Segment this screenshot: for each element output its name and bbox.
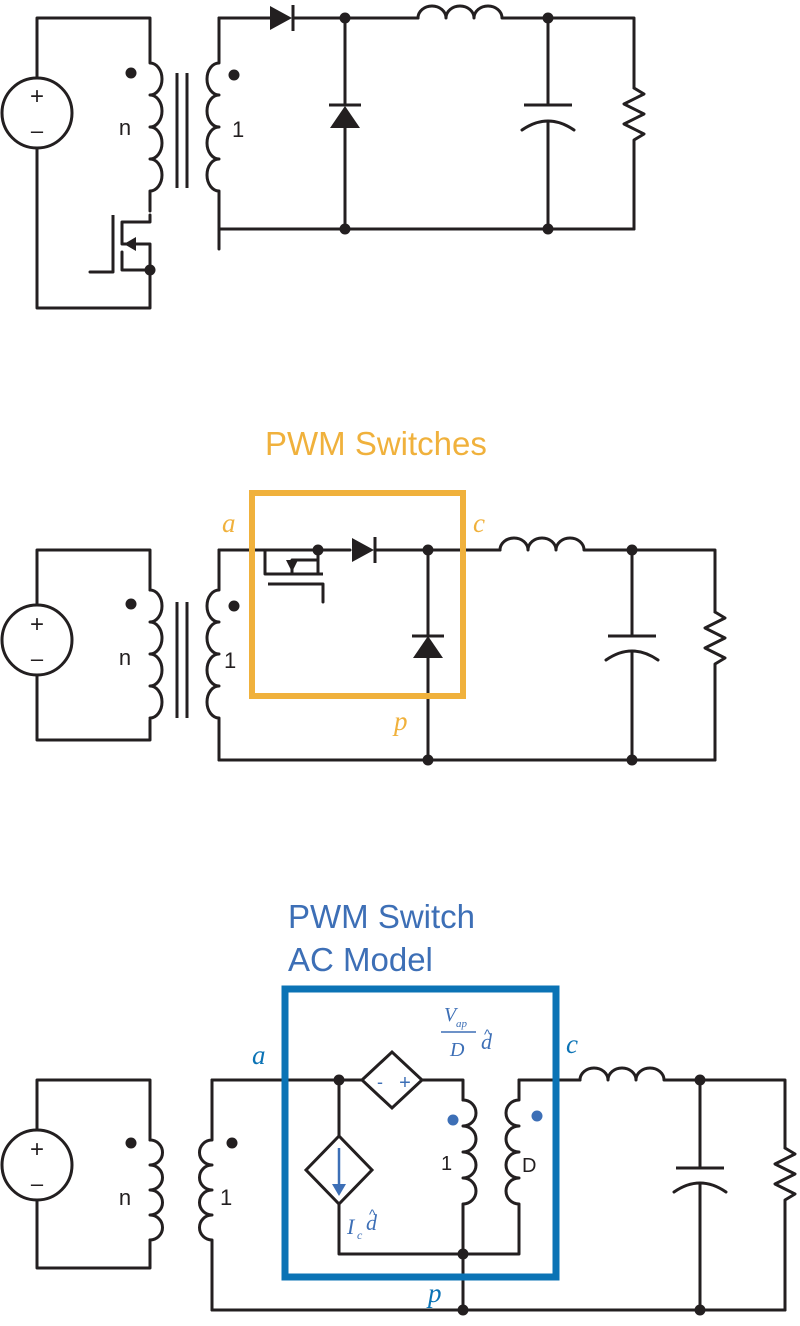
pwm-switch-box [249, 490, 466, 699]
terminal-a-label-2: a [222, 508, 236, 538]
secondary-winding-2 [205, 548, 221, 762]
mosfet-1 [88, 213, 156, 276]
diode-rectifier-1 [270, 6, 292, 30]
isource-var: I [346, 1214, 356, 1239]
diagram-forward-converter: + – n 1 [0, 4, 646, 310]
vsource-value-label: V ap D d ^ [441, 1004, 493, 1061]
terminal-p-label-2: p [392, 706, 408, 736]
ac-xfmr-right-label: D [522, 1155, 536, 1177]
source-minus-1: – [31, 118, 44, 143]
ac-model-title-line2: AC Model [288, 941, 433, 978]
vsource-hat: ^ [484, 1026, 491, 1042]
terminal-c-label-3: c [566, 1029, 578, 1059]
voltage-source-3: + – [0, 1128, 74, 1202]
vsource-plus-sign: + [399, 1072, 411, 1094]
source-minus-2: – [31, 646, 44, 671]
primary-turns-label-3: n [119, 1185, 131, 1210]
dependent-current-source [303, 1133, 375, 1207]
output-inductor-2 [498, 536, 717, 614]
source-plus-1: + [30, 83, 44, 110]
voltage-source-2: + – [0, 603, 74, 677]
vsource-var: d [481, 1029, 493, 1054]
isource-hat: ^ [369, 1206, 376, 1222]
load-resistor-3 [773, 1146, 797, 1312]
source-plus-3: + [30, 1136, 44, 1163]
load-resistor-2 [703, 610, 727, 762]
vsource-num: V [444, 1004, 459, 1026]
primary-turns-label-1: n [119, 115, 131, 140]
primary-turns-label-2: n [119, 645, 131, 670]
pwm-switches-title: PWM Switches [265, 425, 487, 462]
secondary-turns-label-1: 1 [232, 117, 244, 142]
diode-rectifier-2 [352, 538, 374, 562]
load-resistor-1 [622, 86, 646, 231]
ac-model-transformer-right [461, 1078, 521, 1256]
vsource-minus-sign: - [377, 1072, 383, 1092]
diagram-pwm-switches: PWM Switches + – n 1 [0, 425, 727, 766]
polarity-dot-primary-1 [125, 67, 137, 79]
ac-model-transformer-left [461, 1098, 478, 1256]
secondary-turns-label-2: 1 [224, 648, 236, 673]
primary-winding-1 [148, 53, 164, 213]
output-inductor-1 [416, 4, 636, 90]
voltage-source-1: + – [0, 76, 74, 150]
terminal-c-label-2: c [473, 508, 485, 538]
source-plus-2: + [30, 611, 44, 638]
vsource-den: D [449, 1039, 465, 1061]
primary-winding-3 [148, 1138, 164, 1242]
diagram-ac-model: PWM Switch AC Model + – n 1 - + V ap [0, 898, 797, 1316]
terminal-a-label-3: a [252, 1040, 266, 1070]
isource-value-label: I c d ^ [346, 1206, 378, 1242]
ac-model-title-line1: PWM Switch [288, 898, 475, 935]
secondary-winding-1 [205, 16, 221, 251]
source-minus-3: – [31, 1171, 44, 1196]
polarity-dot-secondary-1 [228, 69, 240, 81]
secondary-winding-3 [198, 1078, 214, 1312]
ac-model-box [281, 985, 560, 1281]
dependent-voltage-source: - + [359, 1049, 425, 1111]
vsource-num-sub: ap [456, 1018, 468, 1030]
secondary-turns-label-3: 1 [220, 1185, 232, 1210]
ac-xfmr-left-label: 1 [441, 1153, 452, 1175]
mosfet-2 [263, 544, 325, 604]
terminal-p-label-3: p [426, 1278, 442, 1308]
diode-freewheel-2 [413, 636, 443, 658]
isource-sub: c [357, 1228, 363, 1242]
diode-freewheel-1 [330, 106, 360, 128]
output-inductor-3 [578, 1066, 787, 1150]
isource-d: d [366, 1210, 378, 1235]
primary-winding-2 [148, 588, 164, 720]
